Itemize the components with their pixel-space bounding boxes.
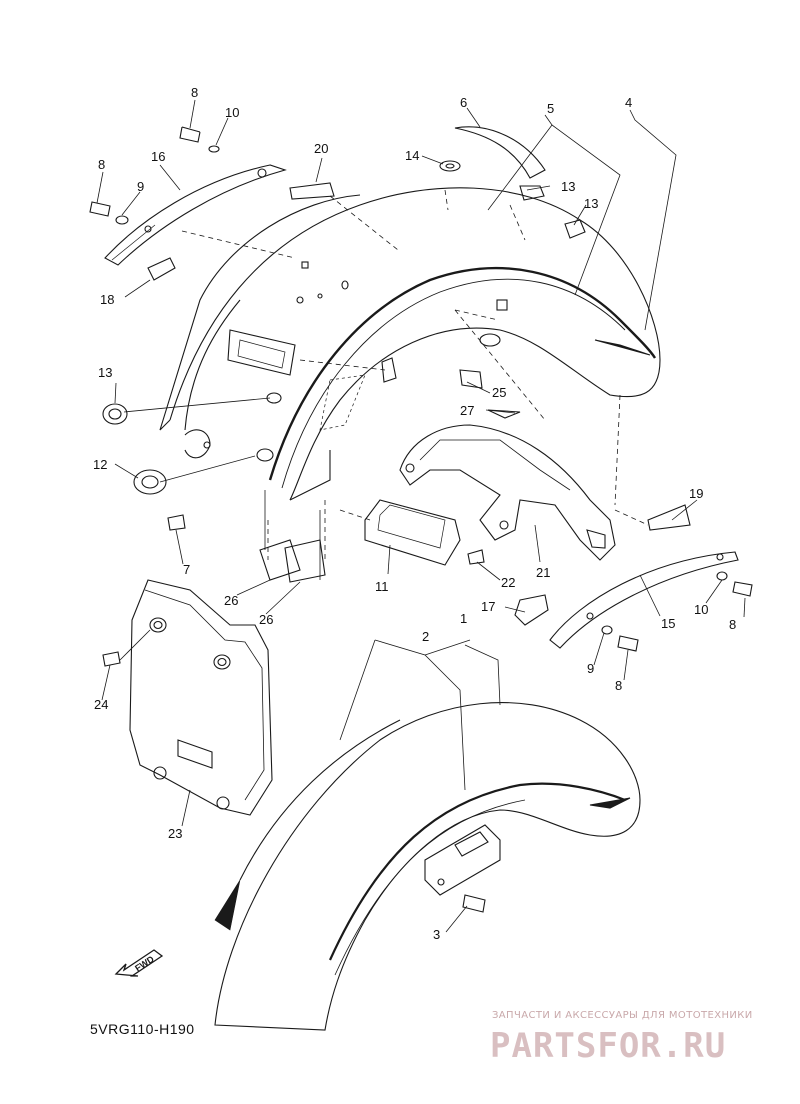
- callout-25-clip: 25: [492, 385, 507, 400]
- callout-16-trim: 16: [151, 149, 166, 164]
- callout-5-rear-fender: 5: [547, 101, 555, 116]
- side-cover-plate: [129, 579, 273, 816]
- callout-13-damper-c: 13: [98, 365, 113, 380]
- forward-direction-arrow-icon: FWD: [114, 949, 164, 977]
- callout-2-front-fender: 2: [422, 629, 430, 644]
- callout-6-emblem: 6: [460, 95, 468, 110]
- front-fender: [214, 702, 641, 1031]
- callout-22-bolt: 22: [501, 575, 516, 590]
- callout-20-pad: 20: [314, 141, 329, 156]
- leader-lines: [96, 99, 746, 933]
- callout-1-front-fender-assy: 1: [460, 611, 468, 626]
- callout-13-damper-a: 13: [561, 179, 576, 194]
- callout-4-rear-fender-assy: 4: [625, 95, 633, 110]
- dashed-reference-lines: [181, 189, 649, 560]
- watermark-logo: PARTSFOR.RU: [490, 1026, 727, 1066]
- small-parts: [102, 126, 691, 626]
- callout-24-bolt: 24: [94, 697, 109, 712]
- assembly-frames: [264, 490, 501, 791]
- catalog-code: 5VRG110-H190: [90, 1021, 195, 1037]
- callout-8-lower-bolt: 8: [615, 678, 623, 693]
- callout-12-grommet: 12: [93, 457, 108, 472]
- callout-21-inner-fender: 21: [536, 565, 551, 580]
- callout-26-pad-right: 26: [259, 612, 274, 627]
- callout-13-damper-b: 13: [584, 196, 599, 211]
- callout-15-trim: 15: [661, 616, 676, 631]
- trim-rails: [104, 164, 739, 649]
- callout-8-right-bolt: 8: [729, 617, 737, 632]
- callout-27-bracket: 27: [460, 403, 475, 418]
- callout-10-right-washer: 10: [694, 602, 709, 617]
- watermark-tagline: ЗАПЧАСТИ И АКСЕССУАРЫ ДЛЯ МОТОТЕХНИКИ: [492, 1010, 753, 1021]
- fasteners: [89, 126, 753, 913]
- callout-23-side-cover: 23: [168, 826, 183, 841]
- callout-3-front-bolt: 3: [433, 927, 441, 942]
- callout-7-bolt: 7: [183, 562, 191, 577]
- callout-26-pad-left: 26: [224, 593, 239, 608]
- callout-14-grommet: 14: [405, 148, 420, 163]
- callout-8-left-bolt: 8: [98, 157, 106, 172]
- inner-fender-bracket: [399, 409, 616, 561]
- callout-17-cap: 17: [481, 599, 496, 614]
- callout-9-right-washer: 9: [587, 661, 595, 676]
- callout-11-reflector: 11: [375, 579, 389, 594]
- callout-19-cap: 19: [689, 486, 704, 501]
- rear-fender: [159, 187, 661, 501]
- callout-18-pad: 18: [100, 292, 115, 307]
- callout-10-upper-washer: 10: [225, 105, 240, 120]
- callout-8-upper-bolt: 8: [191, 85, 199, 100]
- callout-9-left-washer: 9: [137, 179, 145, 194]
